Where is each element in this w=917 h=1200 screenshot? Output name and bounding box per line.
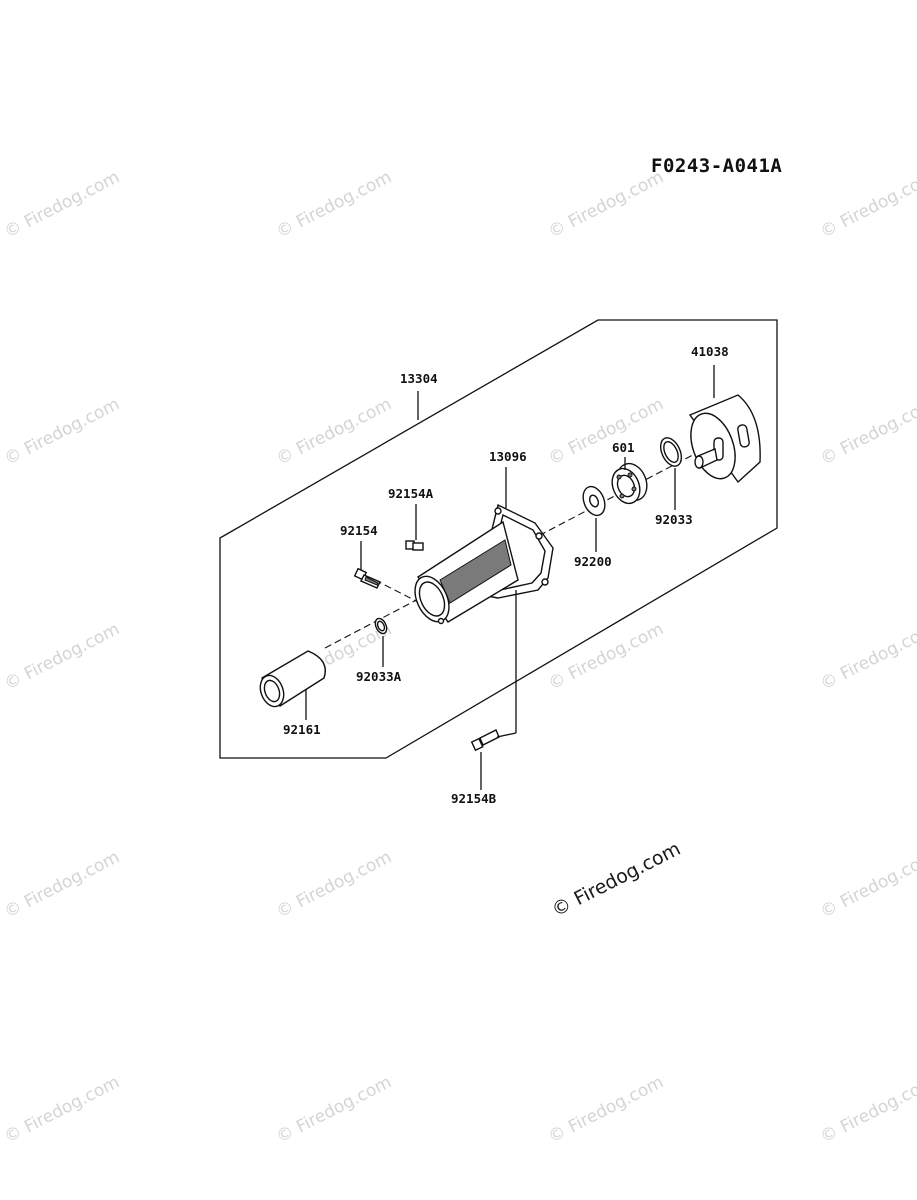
watermark: © Firedog.com: [817, 847, 917, 922]
label-92033A: 92033A: [356, 669, 402, 684]
part-92154-bolt[interactable]: [353, 567, 381, 589]
label-92200: 92200: [574, 554, 612, 569]
label-92154A: 92154A: [388, 486, 434, 501]
part-92154A-bolt[interactable]: [405, 540, 424, 551]
label-13304: 13304: [400, 371, 438, 386]
part-92154B-bolt[interactable]: [470, 729, 500, 752]
part-92161-tube[interactable]: [256, 650, 326, 710]
assembly-outline: [219, 319, 778, 759]
watermark: © Firedog.com: [817, 394, 917, 469]
label-601: 601: [612, 440, 635, 455]
label-92033: 92033: [655, 512, 693, 527]
watermark: © Firedog.com: [273, 394, 395, 469]
copyright-mark: © Firedog.com: [548, 838, 684, 922]
part-601-bearing[interactable]: [607, 459, 652, 507]
watermark: © Firedog.com: [273, 167, 395, 242]
watermark: © Firedog.com: [545, 167, 667, 242]
watermark: © Firedog.com: [817, 1072, 917, 1147]
watermark: © Firedog.com: [273, 1072, 395, 1147]
watermark: © Firedog.com: [545, 394, 667, 469]
part-92200-washer[interactable]: [579, 483, 609, 518]
watermark: © Firedog.com: [1, 394, 123, 469]
watermark: © Firedog.com: [1, 619, 123, 694]
figure-code: F0243-A041A: [651, 155, 782, 177]
leader-lines: [305, 365, 715, 790]
watermark: © Firedog.com: [1, 1072, 123, 1147]
part-13096-gear-case[interactable]: [408, 503, 554, 627]
axis-line-bolt: [374, 579, 423, 605]
watermark: © Firedog.com: [1, 167, 123, 242]
watermark-grid: © Firedog.com © Firedog.com © Firedog.co…: [1, 167, 917, 1147]
part-92033-snap-ring[interactable]: [657, 435, 686, 470]
watermark: © Firedog.com: [545, 1072, 667, 1147]
watermark: © Firedog.com: [273, 847, 395, 922]
watermark: © Firedog.com: [1, 847, 123, 922]
label-41038: 41038: [691, 344, 729, 359]
label-92161: 92161: [283, 722, 321, 737]
watermark: © Firedog.com: [545, 619, 667, 694]
watermark: © Firedog.com: [817, 619, 917, 694]
label-13096: 13096: [489, 449, 527, 464]
watermark: © Firedog.com: [817, 167, 917, 242]
part-92033A-snap-ring[interactable]: [373, 617, 389, 636]
part-41038-clutch-drum[interactable]: [683, 394, 761, 485]
label-92154: 92154: [340, 523, 378, 538]
label-92154B: 92154B: [451, 791, 497, 806]
